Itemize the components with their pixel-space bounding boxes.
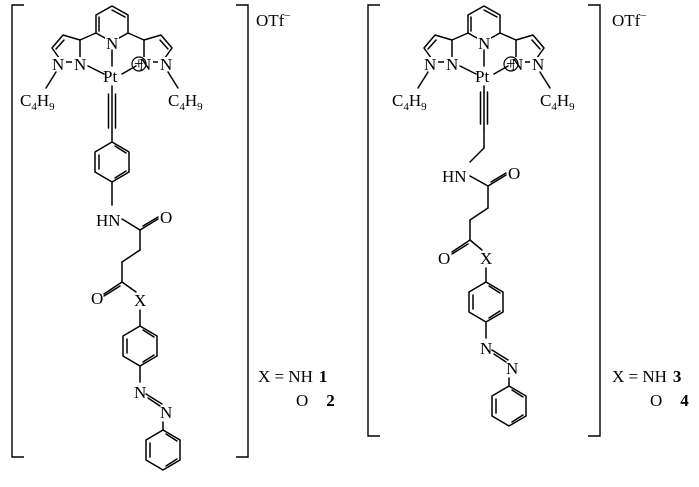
ester-o: O: [91, 289, 103, 308]
azo-n1-2: N: [480, 339, 492, 358]
right-pyrazole-n: N: [139, 55, 151, 74]
charge-symbol-2: +: [506, 54, 516, 73]
left-pyrazole-n1: N: [52, 55, 64, 74]
right-pyrazole-n-2: N: [511, 55, 523, 74]
positive-charge-circle: [131, 56, 147, 72]
right-pyrazole-n1-2: N: [532, 55, 544, 74]
left-butyl-2: C4H9: [392, 91, 427, 113]
left-bracket-2: [367, 4, 380, 437]
amide-nh-2: HN: [442, 167, 467, 186]
left-bracket: [11, 4, 24, 458]
amide-o-2: O: [508, 164, 520, 183]
right-pyrazole-n1: N: [160, 55, 172, 74]
left-butyl: C4H9: [20, 91, 55, 113]
alkyne: [107, 85, 117, 133]
pt-metal-2: Pt: [475, 67, 489, 86]
azo-n2-2: N: [506, 359, 518, 378]
pt-metal: Pt: [103, 67, 117, 86]
x-label-2: X: [480, 249, 492, 268]
amide-nh: HN: [96, 211, 121, 230]
phenyl-ring-3b: [491, 385, 527, 427]
phenyl-ring-2b: [468, 281, 504, 323]
ester-o-2: O: [438, 249, 450, 268]
structure-left: OTf− N N N N N Pt: [11, 4, 335, 471]
counterion-label: OTf−: [256, 10, 291, 30]
left-pyrazole-n-2: N: [446, 55, 458, 74]
amide-o: O: [160, 208, 172, 227]
azo-n1: N: [134, 383, 146, 402]
right-butyl: C4H9: [168, 91, 203, 113]
charge-symbol: +: [134, 54, 144, 73]
alkyne-2: [479, 85, 489, 129]
pyridine-n: N: [106, 34, 118, 53]
left-pyrazole-n1-2: N: [424, 55, 436, 74]
azo-n2: N: [160, 403, 172, 422]
right-bracket: [236, 4, 249, 458]
phenyl-ring-3: [145, 429, 181, 471]
structure-right: OTf− N N N N N Pt: [367, 4, 689, 437]
x-label: X: [134, 291, 146, 310]
pyridine-n-2: N: [478, 34, 490, 53]
counterion-label-2: OTf−: [612, 10, 647, 30]
phenyl-ring-1: [94, 131, 130, 183]
left-pyrazole-n: N: [74, 55, 86, 74]
right-bracket-2: [588, 4, 601, 437]
phenyl-ring-2: [122, 325, 158, 367]
right-butyl-2: C4H9: [540, 91, 575, 113]
positive-charge-circle-2: [503, 56, 519, 72]
